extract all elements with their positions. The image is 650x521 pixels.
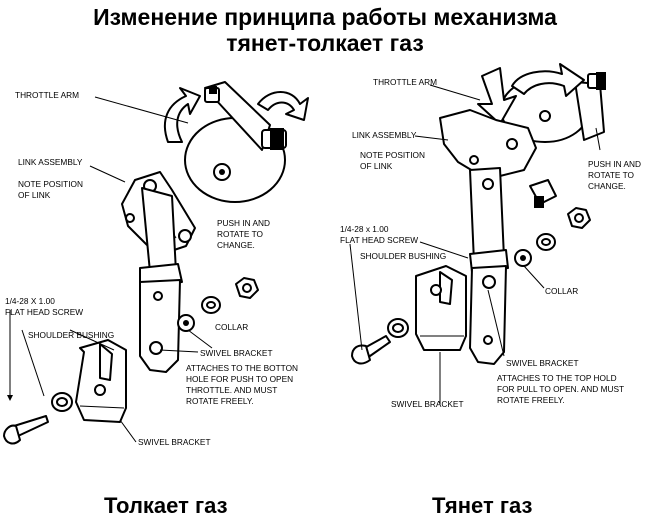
push-label-screw-2: FLAT HEAD SCREW — [5, 307, 83, 317]
pull-nut — [567, 207, 591, 229]
push-rotation-arrow-left — [163, 87, 201, 143]
pull-link-assembly — [439, 109, 537, 365]
pull-label-push-2: ROTATE TO — [588, 170, 634, 180]
push-label-link-assembly: LINK ASSEMBLY — [18, 157, 83, 167]
diagram-title-line-1: Изменение принципа работы механизма — [93, 4, 557, 30]
pull-label-note-2: OF LINK — [360, 161, 393, 171]
pull-label-swivel-bracket: SWIVEL BRACKET — [391, 399, 464, 409]
push-label-push-1: PUSH IN AND — [217, 218, 270, 228]
push-label-push-2: ROTATE TO — [217, 229, 263, 239]
push-collar — [177, 314, 195, 332]
pull-caption: Тянет газ — [432, 493, 533, 518]
pull-rotation-arrow-down — [477, 67, 517, 125]
push-label-collar: COLLAR — [215, 322, 248, 332]
pull-label-attach-2: FOR PULL TO OPEN. AND MUST — [497, 384, 624, 394]
push-shaft-stud — [204, 86, 287, 150]
pull-label-attach-1: ATTACHES TO THE TOP HOLD — [497, 373, 617, 383]
pull-label-push-1: PUSH IN AND — [588, 159, 641, 169]
push-label-swivel-5: ROTATE FREELY. — [186, 396, 254, 406]
pull-label-attach-3: ROTATE FREELY. — [497, 395, 565, 405]
push-label-throttle-arm: THROTTLE ARM — [15, 90, 79, 100]
pull-label-screw-2: FLAT HEAD SCREW — [340, 235, 418, 245]
pull-label-swivel-1: SWIVEL BRACKET — [506, 358, 579, 368]
pull-washer — [536, 233, 556, 251]
push-swivel-bracket — [75, 339, 127, 423]
push-flat-head-screw — [3, 415, 49, 445]
push-label-swivel-bracket: SWIVEL BRACKET — [138, 437, 211, 447]
pull-label-screw-1: 1/4-28 x 1.00 — [340, 224, 389, 234]
push-shoulder-bushing — [51, 392, 73, 412]
push-label-swivel-3: HOLE FOR PUSH TO OPEN — [186, 374, 293, 384]
pull-label-collar: COLLAR — [545, 286, 578, 296]
push-label-swivel-1: SWIVEL BRACKET — [200, 348, 273, 358]
push-label-shoulder-bushing: SHOULDER BUSHING — [28, 330, 114, 340]
push-label-note-1: NOTE POSITION — [18, 179, 83, 189]
pull-rotation-arrow-up — [511, 63, 585, 97]
pull-collar — [514, 249, 532, 267]
pull-label-note-1: NOTE POSITION — [360, 150, 425, 160]
push-link-assembly — [121, 171, 196, 373]
push-caption: Толкает газ — [104, 493, 228, 518]
pull-shoulder-bushing — [387, 318, 409, 338]
pull-label-link-assembly: LINK ASSEMBLY — [352, 130, 417, 140]
pull-label-shoulder-bushing: SHOULDER BUSHING — [360, 251, 446, 261]
push-nut — [235, 277, 259, 299]
pull-label-throttle-arm: THROTTLE ARM — [373, 77, 437, 87]
pull-flat-head-screw — [351, 335, 391, 365]
push-washer — [201, 296, 221, 314]
pull-shaft-stud — [529, 179, 557, 208]
pull-swivel-bracket — [415, 265, 467, 351]
push-rotation-arrow-right — [257, 91, 309, 121]
push-label-screw-1: 1/4-28 X 1.00 — [5, 296, 55, 306]
push-label-swivel-2: ATTACHES TO THE BOTTON — [186, 363, 298, 373]
push-label-note-2: OF LINK — [18, 190, 51, 200]
pull-label-push-3: CHANGE. — [588, 181, 626, 191]
push-throttle-arm — [184, 81, 286, 203]
diagram-title-line-2: тянет-толкает газ — [226, 30, 424, 56]
push-label-push-3: CHANGE. — [217, 240, 255, 250]
push-label-swivel-4: THROTTLE. AND MUST — [186, 385, 277, 395]
